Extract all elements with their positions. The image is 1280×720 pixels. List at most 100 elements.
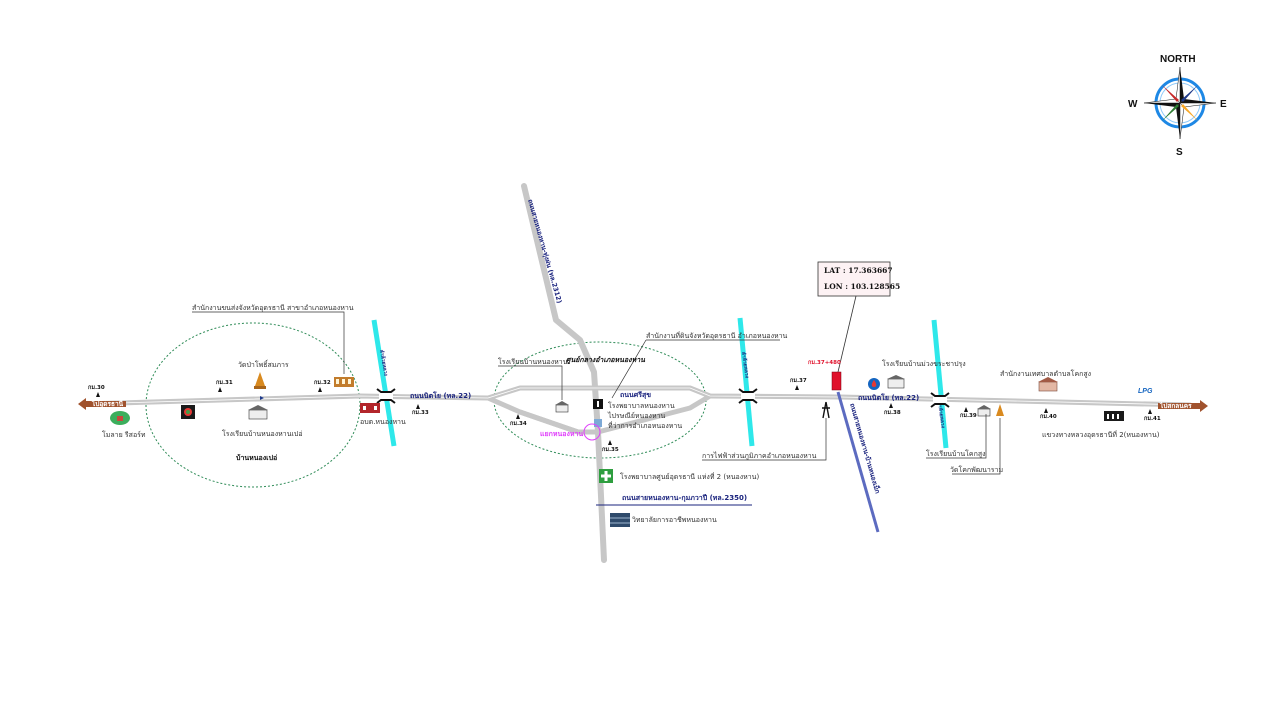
km-marker: กม.33 (412, 404, 429, 416)
coordinate-box (817, 261, 891, 297)
intersection-icon (583, 423, 601, 441)
coordinate-pointer (837, 295, 857, 373)
bridge-mid (738, 388, 758, 404)
bridge-east (930, 392, 950, 408)
hospital-center-label: โรงพยาบาลศูนย์อุดรธานี แห่งที่ 2 (หนองหา… (620, 472, 759, 481)
compass-west: W (1128, 99, 1138, 110)
post-office-icon (594, 419, 602, 427)
km-marker: กม.41 (1144, 409, 1161, 422)
school-east-icon (887, 375, 905, 389)
transport-office-label: สำนักงานขนส่งจังหวัดอุดรธานี สาขาอำเภอหน… (192, 304, 354, 312)
compass-east: E (1220, 99, 1227, 110)
sisuk-road-label: ถนนศรีสุข (620, 391, 651, 399)
leader-lines (192, 311, 1001, 475)
latitude-text: LAT : 17.363667 (824, 266, 893, 275)
resort-icon (110, 411, 130, 425)
main-road-west (81, 393, 581, 435)
municipality-label: สำนักงานเทศบาลตำบลโคกสูง (1000, 369, 1091, 378)
canal-west (371, 319, 397, 447)
canal-mid-label: ลำห้วยหลวง (740, 351, 751, 379)
canal-west-label: ลำห้วยหลวง (378, 349, 390, 377)
canal-east (931, 319, 949, 449)
km-marker: กม.32 (314, 379, 331, 392)
bridge-west (376, 388, 396, 404)
school-nong-han-pao-label: โรงเรียนบ้านหนองหานเปอ่ (222, 429, 303, 438)
direction-right-label: ไปสกลนคร (1159, 401, 1192, 410)
wat-khok-phai-label: วัดโคกพัฒนาราม (950, 465, 1003, 474)
km-marker: กม.38 (884, 403, 901, 416)
power-station-icon (822, 401, 830, 419)
main-road-east-label: ถนนนิตโย (ทล.22) (858, 393, 919, 402)
post-office-label: ไปรษณีย์หนองหาน (607, 411, 666, 420)
school-center-icon (555, 401, 569, 413)
km-marker: กม.35 (602, 440, 619, 453)
compass-rose: NORTH S E W (1128, 54, 1227, 158)
svg-text:กม.39: กม.39 (960, 412, 977, 419)
svg-text:กม.33: กม.33 (412, 409, 429, 416)
intersection-label: แยกหนองหาน (540, 430, 583, 438)
temple-east-icon (996, 404, 1004, 416)
location-marker (831, 371, 842, 391)
north-road (521, 183, 607, 563)
svg-text:กม.32: กม.32 (314, 379, 331, 386)
school-khok-sung-label: โรงเรียนบ้านโคกสูง (926, 449, 986, 458)
svg-text:กม.35: กม.35 (602, 446, 619, 453)
highway-office-label: แขวงทางหลวงอุดรธานีที่ 2(หนองหาน) (1042, 430, 1160, 439)
svg-text:กม.40: กม.40 (1040, 413, 1057, 420)
svg-text:กม.34: กม.34 (510, 420, 527, 427)
gas-station-icon (868, 378, 880, 390)
svg-text:กม.41: กม.41 (1144, 415, 1161, 422)
school-icon (248, 396, 268, 420)
compass-north: NORTH (1160, 54, 1196, 65)
north-road-label: ถนนสายหนองหาน-ทุ่งฝน (ทล.2312) (526, 198, 563, 304)
resort-label: โมลาย รีสอร์ท (102, 430, 146, 439)
km-marker: กม.31 (216, 379, 233, 392)
svg-text:กม.37: กม.37 (790, 377, 807, 384)
south-road-label: ถนนสายหนองหาน-กุมภวาปี (ทล.2350) (622, 494, 747, 502)
canal-mid (737, 317, 755, 447)
obt-label: อบต.หนองหาน (360, 418, 406, 426)
svg-text:กม.31: กม.31 (216, 379, 233, 386)
fuel-station-icon (181, 405, 195, 419)
school-khok-sung-icon (977, 405, 991, 417)
direction-right-arrow: ไปสกลนคร (1158, 400, 1208, 412)
pea-label: การไฟฟ้าส่วนภูมิภาคอำเภอหนองหาน (702, 451, 817, 460)
compass-south: S (1176, 147, 1183, 158)
temple-icon (254, 372, 266, 389)
hospital-nh-label: โรงพยาบาลหนองหาน (608, 401, 675, 410)
college-icon (610, 513, 630, 527)
lpg-station-icon: LPG (1138, 388, 1153, 395)
location-km-label: กม.37+480 (808, 359, 841, 366)
km-marker: กม.39 (960, 407, 977, 419)
main-road-west-label: ถนนนิตโย (ทล.22) (410, 391, 471, 400)
land-office-label: สำนักงานที่ดินจังหวัดอุดรธานี อำเภอหนองห… (646, 331, 788, 340)
municipality-icon (1038, 377, 1058, 392)
college-label: วิทยาลัยการอาชีพหนองหาน (632, 516, 717, 524)
school-nong-han-label: โรงเรียนบ้านหนองหาน (498, 357, 568, 366)
svg-text:กม.30: กม.30 (88, 384, 105, 391)
canal-east-label: ลำห้วยหลวง (936, 401, 947, 429)
center-label: ศูนย์กลางอำเภอหนองหาน (566, 355, 646, 364)
direction-left-arrow: ไปอุดรธานี (78, 398, 126, 410)
svg-text:กม.38: กม.38 (884, 409, 901, 416)
district-office-label: ที่ว่าการอำเภอหนองหาน (608, 421, 682, 430)
km-marker: กม.40 (1040, 408, 1057, 420)
hospital-marker-icon (593, 399, 603, 409)
transport-office-icon (334, 377, 354, 387)
ban-nong-pao-label: บ้านหนองเปอ่ (236, 453, 277, 462)
obt-office-icon (360, 403, 380, 413)
inner-loop (517, 409, 601, 435)
km-marker: กม.37 (790, 377, 807, 390)
sisuk-road (595, 393, 713, 435)
school-wang-chai-label: โรงเรียนบ้านม่วงขระชาปรุง (882, 359, 966, 368)
direction-left-label: ไปอุดรธานี (91, 399, 124, 408)
km-marker: กม.30 (88, 384, 105, 397)
km-marker: กม.34 (510, 414, 527, 427)
hospital-cross-icon (599, 469, 613, 483)
wat-ban-pong-label: วัดป่าโพธิ์สมภาร (238, 359, 289, 369)
southeast-road (836, 391, 880, 533)
highway-office-icon (1104, 411, 1124, 421)
longitude-text: LON : 103.128565 (824, 282, 900, 291)
zone-ban-nong-pao (145, 322, 361, 488)
